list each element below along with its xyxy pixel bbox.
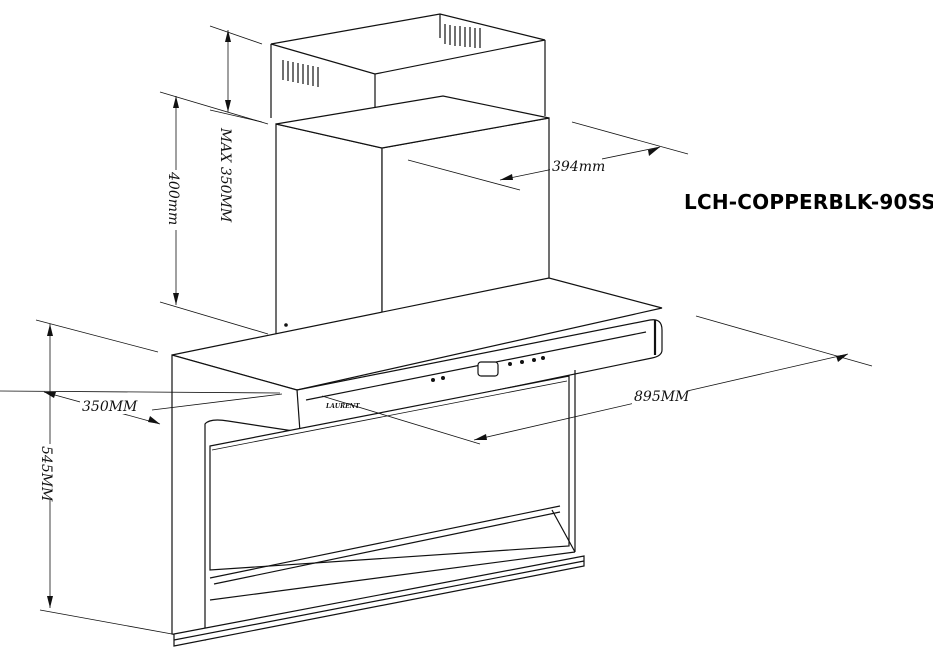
chimney-max-label: MAX 350MM xyxy=(217,127,233,223)
chimney-width-label: 394mm xyxy=(552,159,605,175)
depth-label: 350MM xyxy=(82,399,138,415)
chimney-upper-section xyxy=(270,13,546,128)
control-panel xyxy=(431,356,545,382)
dimension-chimney-height: 400mm xyxy=(159,91,269,335)
vent-slots-left xyxy=(282,60,319,87)
height-label: 545MM xyxy=(38,446,54,502)
dimension-chimney-width: 394mm xyxy=(407,121,689,191)
dimension-chimney-max: MAX 350MM xyxy=(209,25,263,223)
dimension-depth: 350MM xyxy=(0,319,283,425)
brand-label: LAURENT xyxy=(325,403,360,410)
model-name-title: LCH-COPPERBLK-90SS xyxy=(684,190,933,214)
dimension-width: 895MM xyxy=(321,315,873,445)
vent-slots-right xyxy=(444,24,481,48)
hood-body: LAURENT xyxy=(171,277,663,647)
width-label: 895MM xyxy=(634,389,690,405)
chimney-height-label: 400mm xyxy=(165,171,181,225)
dimension-height: 545MM xyxy=(38,324,173,635)
